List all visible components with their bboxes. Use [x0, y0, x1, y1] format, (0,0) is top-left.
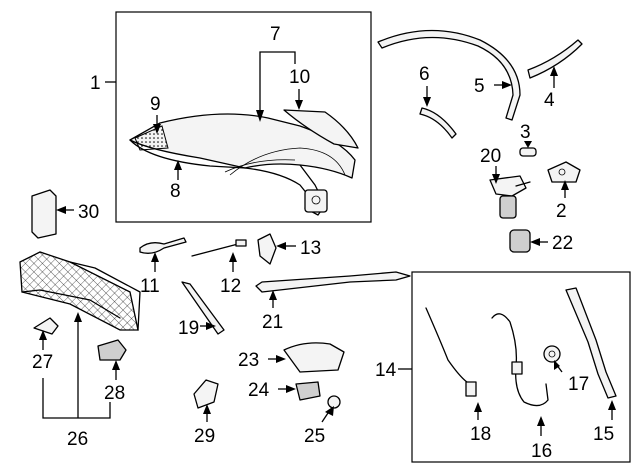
- callout-30: 30: [78, 202, 99, 223]
- callout-4: 4: [544, 90, 555, 111]
- grommet-17-part: [543, 345, 561, 363]
- callout-11: 11: [140, 276, 160, 297]
- pin-part: [519, 147, 537, 157]
- callout-10: 10: [289, 67, 310, 88]
- callout-15: 15: [593, 424, 614, 445]
- patch-part: [134, 125, 169, 151]
- callout-29: 29: [194, 426, 215, 447]
- top-assembly-frame: [115, 11, 372, 223]
- main-harness-part: [491, 313, 549, 407]
- callout-19: 19: [178, 318, 199, 339]
- hinge-plate-part: [257, 233, 277, 265]
- callout-23: 23: [238, 350, 259, 371]
- callout-16: 16: [531, 441, 552, 462]
- callout-7: 7: [270, 24, 281, 45]
- long-strip-part: [565, 287, 617, 399]
- bracket-part: [547, 161, 581, 183]
- grommet-part: [327, 395, 341, 409]
- wind-deflector-part: [19, 251, 141, 331]
- callout-20: 20: [480, 146, 501, 167]
- latch-part: [489, 175, 531, 219]
- callout-25: 25: [304, 426, 325, 447]
- callout-14: 14: [375, 360, 397, 381]
- top-frame-linkage: [299, 164, 328, 216]
- callout-8: 8: [170, 181, 181, 202]
- clip-part: [295, 381, 321, 401]
- trim-cover-part: [31, 189, 57, 239]
- callout-26: 26: [67, 429, 88, 450]
- roof-weatherstrip-part: [377, 29, 521, 121]
- callout-12: 12: [220, 276, 241, 297]
- rod-part: [191, 243, 239, 257]
- seal-part: [419, 107, 457, 139]
- cap-part: [509, 229, 531, 253]
- side-weatherstrip-part: [527, 39, 583, 79]
- callout-22: 22: [552, 233, 573, 254]
- rear-window-part: [283, 109, 359, 149]
- callout-6: 6: [419, 64, 430, 85]
- callout-18: 18: [470, 424, 491, 445]
- mount-part: [33, 317, 59, 335]
- arm-part: [255, 271, 411, 293]
- pad-part: [283, 342, 345, 373]
- handle-part: [193, 379, 219, 409]
- callout-28: 28: [104, 383, 125, 404]
- callout-9: 9: [150, 94, 161, 115]
- callout-1: 1: [90, 73, 101, 94]
- wiring-frame: [411, 271, 631, 463]
- callout-5: 5: [474, 76, 485, 97]
- callout-17: 17: [568, 374, 589, 395]
- callout-3: 3: [520, 122, 531, 143]
- callout-13: 13: [300, 238, 321, 259]
- callout-2: 2: [556, 201, 567, 222]
- convertible-top-part: [129, 113, 356, 201]
- callout-21: 21: [262, 312, 283, 333]
- callout-24: 24: [248, 380, 270, 401]
- callout-27: 27: [32, 352, 53, 373]
- base-part: [97, 339, 127, 361]
- strip-part: [181, 281, 225, 335]
- cable-part: [139, 237, 187, 254]
